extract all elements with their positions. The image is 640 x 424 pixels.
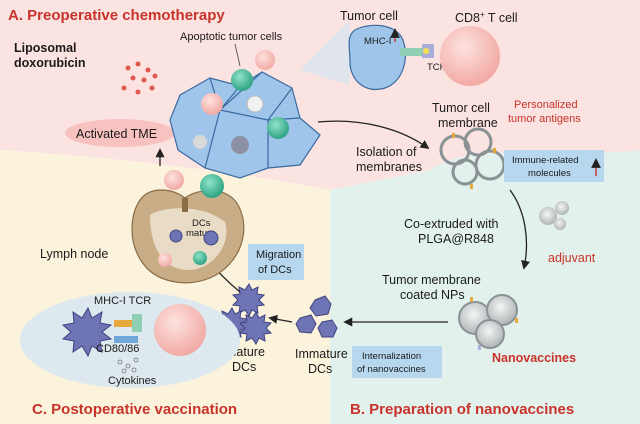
apoptotic-cell-icon: [201, 93, 223, 115]
section-c-title: C. Postoperative vaccination: [32, 401, 237, 418]
cd80-label: CD80/86: [96, 343, 139, 355]
nanovaccine-cluster-icon: [458, 294, 518, 350]
immune-label-2: molecules: [528, 168, 571, 179]
immune-molecules-box: [504, 150, 604, 182]
apoptotic-cell-icon: [267, 117, 289, 139]
personalized-label-2: tumor antigens: [508, 113, 581, 125]
dendritic-cell-icon: [61, 306, 113, 358]
t-cell-in-node-icon: [158, 253, 172, 267]
apoptotic-cell-icon: [231, 69, 253, 91]
nanovaccines-label: Nanovaccines: [492, 351, 576, 365]
flow-arrow: [317, 120, 430, 150]
personalized-label-1: Personalized: [514, 99, 578, 111]
dcs-mature-label-2: mature: [186, 228, 216, 239]
migration-box: [248, 244, 304, 280]
tumor-cell-icon: [348, 24, 406, 90]
mhc-tcr-label: MHC-I TCR: [94, 295, 151, 307]
mhc-icon: [114, 320, 136, 327]
panel-b-background: [330, 150, 640, 424]
internalization-box: [352, 346, 442, 378]
adjuvant-label: adjuvant: [548, 251, 596, 265]
doxorubicin-dots-icon: [121, 61, 158, 95]
cd80-icon: [114, 336, 138, 343]
tumor-membrane-label-2: membrane: [438, 116, 498, 130]
apoptotic-cell-icon: [193, 135, 207, 149]
antigen-icon: [423, 48, 429, 54]
migration-label-2: of DCs: [258, 264, 292, 276]
immature-label-1: Immature: [295, 347, 348, 361]
tcr-bar-icon: [132, 314, 142, 332]
tcr-label: TCR: [427, 62, 447, 73]
synapse-t-cell-icon: [154, 304, 206, 356]
activated-tme-label: Activated TME: [76, 127, 157, 141]
migration-label-1: Migration: [256, 249, 301, 261]
mhc1-label: MHC-I: [364, 36, 391, 47]
tumor-cell-label: Tumor cell: [340, 9, 398, 23]
tme-glow: [65, 119, 175, 147]
apoptotic-cell-icon: [255, 50, 275, 70]
membrane-protein-icon: [452, 133, 496, 189]
immune-label-1: Immune-related: [512, 155, 579, 166]
section-a-title: A. Preoperative chemotherapy: [8, 7, 225, 24]
internal-label-1: Internalization: [362, 351, 421, 362]
dc-in-node-icon: [203, 230, 219, 246]
coextruded-label-1: Co-extruded with: [404, 217, 499, 231]
activated-t-cell-icon: [164, 170, 184, 190]
dcs-mature-label-1: DCs: [192, 218, 211, 229]
isolation-label-1: Isolation of: [356, 145, 417, 159]
liposomal-label-2: doxorubicin: [14, 56, 86, 70]
mature-label-2: DCs: [232, 360, 256, 374]
liposomal-label-1: Liposomal: [14, 41, 77, 55]
immature-label-2: DCs: [308, 362, 332, 376]
dc-in-node-icon: [169, 229, 183, 243]
adjuvant-particles-icon: [539, 201, 569, 230]
cytokines-label: Cytokines: [108, 375, 157, 387]
isolation-label-2: membranes: [356, 160, 422, 174]
apoptotic-label: Apoptotic tumor cells: [180, 31, 283, 43]
coextruded-label-2: PLGA@R848: [418, 232, 494, 246]
apoptotic-cell-icon: [231, 136, 249, 154]
coated-np-label-1: Tumor membrane: [382, 273, 481, 287]
activated-t-cell-icon: [200, 174, 224, 198]
flow-arrow: [268, 314, 293, 324]
coated-np-label-2: coated NPs: [400, 288, 465, 302]
cd8-label: CD8+ T cell: [455, 10, 518, 25]
internal-label-2: of nanovaccines: [357, 364, 426, 375]
apoptotic-cell-icon: [246, 95, 264, 113]
immature-dc-icon: [295, 295, 338, 338]
t-cell-in-node-icon: [193, 251, 207, 265]
cd8-t-cell-icon: [440, 26, 500, 86]
section-b-title: B. Preparation of nanovaccines: [350, 401, 574, 418]
tumor-membrane-label-1: Tumor cell: [432, 101, 490, 115]
mhc-complex-icon: [400, 48, 426, 56]
zoom-wedge: [300, 20, 350, 85]
flow-arrow: [509, 189, 530, 270]
lymph-node-label: Lymph node: [40, 247, 108, 261]
pointer-line: [234, 43, 241, 67]
cytokine-dots-icon: [117, 357, 139, 374]
